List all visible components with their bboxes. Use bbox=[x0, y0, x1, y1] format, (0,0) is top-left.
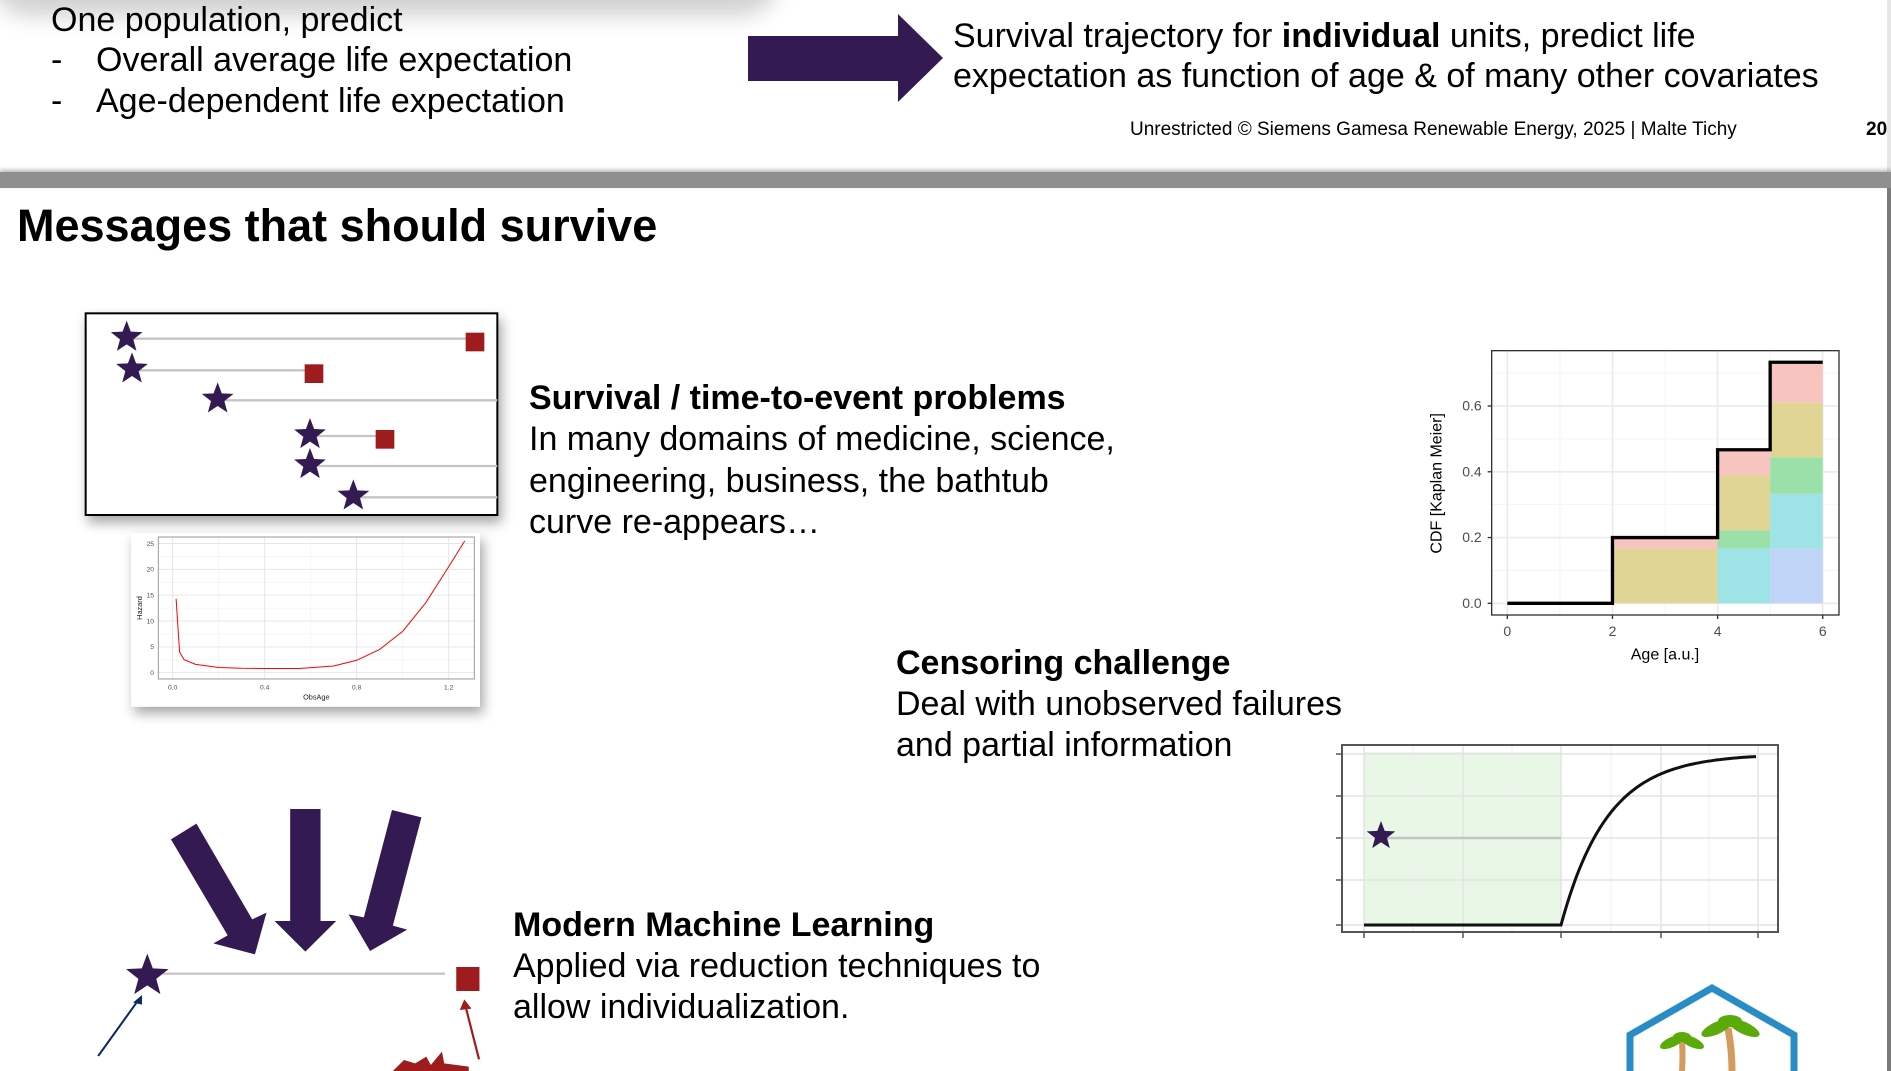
failure-burst-icon bbox=[392, 1051, 469, 1071]
x-tick-label: 0.0 bbox=[168, 684, 178, 691]
stacked-area-segment bbox=[1717, 449, 1771, 476]
x-tick-label: 4 bbox=[1714, 623, 1722, 639]
start-star-icon bbox=[201, 382, 234, 413]
bullet-dash: - bbox=[51, 82, 63, 120]
stacked-area-segment bbox=[1612, 548, 1718, 604]
cdf-curve bbox=[1364, 755, 1757, 927]
section-heading: Censoring challenge bbox=[896, 644, 1231, 682]
section-heading: Modern Machine Learning bbox=[513, 906, 935, 944]
y-tick-label: 25 bbox=[147, 541, 155, 548]
start-star-icon bbox=[1366, 821, 1396, 849]
plot-border bbox=[1491, 350, 1840, 616]
bullet-text: Age-dependent life expectation bbox=[96, 82, 565, 120]
y-tick-label: 10 bbox=[147, 618, 155, 625]
start-star-icon bbox=[110, 320, 143, 351]
hazard-curve bbox=[175, 540, 466, 670]
start-star-icon bbox=[116, 352, 148, 383]
hazard-plot-panel bbox=[131, 533, 480, 707]
stacked-area-segment bbox=[1770, 493, 1823, 549]
start-star-icon bbox=[126, 953, 169, 995]
palm-house-logo-icon bbox=[1626, 983, 1798, 1071]
x-tick-label: 6 bbox=[1819, 623, 1827, 639]
footer: Unrestricted © Siemens Gamesa Renewable … bbox=[1130, 119, 1737, 140]
stacked-area-segment bbox=[1770, 548, 1823, 604]
stacked-area-segment bbox=[1717, 475, 1771, 531]
km-step-line bbox=[1507, 360, 1823, 605]
y-tick-label: 0.2 bbox=[1462, 529, 1482, 545]
y-tick-label: 0 bbox=[150, 670, 154, 677]
section-line: Deal with unobserved failures bbox=[896, 685, 1343, 723]
arrow-down-left-icon bbox=[348, 810, 422, 951]
event-square-icon bbox=[375, 430, 395, 449]
x-axis-label: ObsAge bbox=[303, 692, 329, 701]
y-tick-label: 0.4 bbox=[1462, 463, 1482, 479]
stacked-area-segment bbox=[1717, 530, 1771, 549]
bullet-dash: - bbox=[51, 41, 63, 79]
event-square-icon bbox=[465, 332, 485, 352]
y-tick-label: 20 bbox=[147, 567, 155, 574]
page-number: 20 bbox=[1866, 119, 1888, 140]
y-tick-label: 15 bbox=[147, 593, 155, 600]
left-heading: One population, predict bbox=[51, 1, 403, 39]
y-axis-label: Hazard bbox=[135, 596, 144, 620]
red-arrowhead-icon bbox=[459, 999, 472, 1010]
blue-arrow-icon bbox=[97, 999, 140, 1057]
slide-edge bbox=[1887, 0, 1891, 172]
section-line: curve re-appears… bbox=[529, 503, 821, 541]
x-axis-label: Age [a.u.] bbox=[1631, 646, 1700, 663]
stacked-area-segment bbox=[1717, 548, 1771, 604]
text-part: units, predict life bbox=[1440, 17, 1696, 55]
x-tick-label: 1.2 bbox=[444, 684, 454, 691]
y-tick-label: 5 bbox=[150, 644, 154, 651]
x-tick-label: 2 bbox=[1609, 623, 1617, 639]
arrow-down-right-icon bbox=[170, 823, 267, 955]
machine-learning-figure bbox=[97, 809, 481, 1071]
x-tick-label: 0.8 bbox=[352, 684, 362, 691]
event-square-icon bbox=[304, 364, 324, 383]
y-tick-label: 0.0 bbox=[1462, 595, 1482, 611]
stacked-area-segment bbox=[1770, 362, 1823, 403]
bullet-text: Overall average life expectation bbox=[96, 41, 573, 79]
y-axis-label: CDF [Kaplan Meier] bbox=[1429, 413, 1446, 553]
stacked-area-segment bbox=[1770, 457, 1823, 494]
stacked-area-segment bbox=[1612, 537, 1718, 549]
section-line: allow individualization. bbox=[513, 988, 850, 1026]
start-star-icon bbox=[294, 448, 326, 479]
slide-title: Messages that should survive bbox=[17, 200, 658, 251]
right-text-line1: Survival trajectory for individual units… bbox=[953, 16, 1696, 56]
section-line: In many domains of medicine, science, bbox=[529, 420, 1115, 458]
timeline-box bbox=[84, 312, 499, 516]
section-line: engineering, business, the bathtub bbox=[529, 462, 1049, 500]
section-line: Applied via reduction techniques to bbox=[513, 947, 1041, 985]
y-tick-label: 0.6 bbox=[1462, 398, 1482, 414]
red-arrow-icon bbox=[464, 1006, 481, 1060]
blue-arrowhead-icon bbox=[133, 995, 142, 1005]
section-heading: Survival / time-to-event problems bbox=[529, 379, 1066, 417]
stacked-area-segment bbox=[1770, 402, 1823, 458]
event-square-icon bbox=[456, 967, 480, 991]
x-tick-label: 0.4 bbox=[260, 684, 270, 691]
right-text-line2: expectation as function of age & of many… bbox=[953, 57, 1819, 95]
arrow-down-icon bbox=[274, 809, 337, 952]
x-tick-label: 0 bbox=[1503, 623, 1511, 639]
slide-separator bbox=[0, 172, 1891, 188]
text-part: Survival trajectory for bbox=[953, 17, 1282, 55]
start-star-icon bbox=[294, 418, 326, 449]
plot-border bbox=[157, 536, 475, 680]
slide-edge bbox=[1887, 188, 1891, 1071]
start-star-icon bbox=[337, 479, 370, 510]
right-arrow-icon bbox=[748, 14, 943, 102]
text-bold: individual bbox=[1281, 17, 1441, 55]
section-line: and partial information bbox=[896, 726, 1233, 764]
